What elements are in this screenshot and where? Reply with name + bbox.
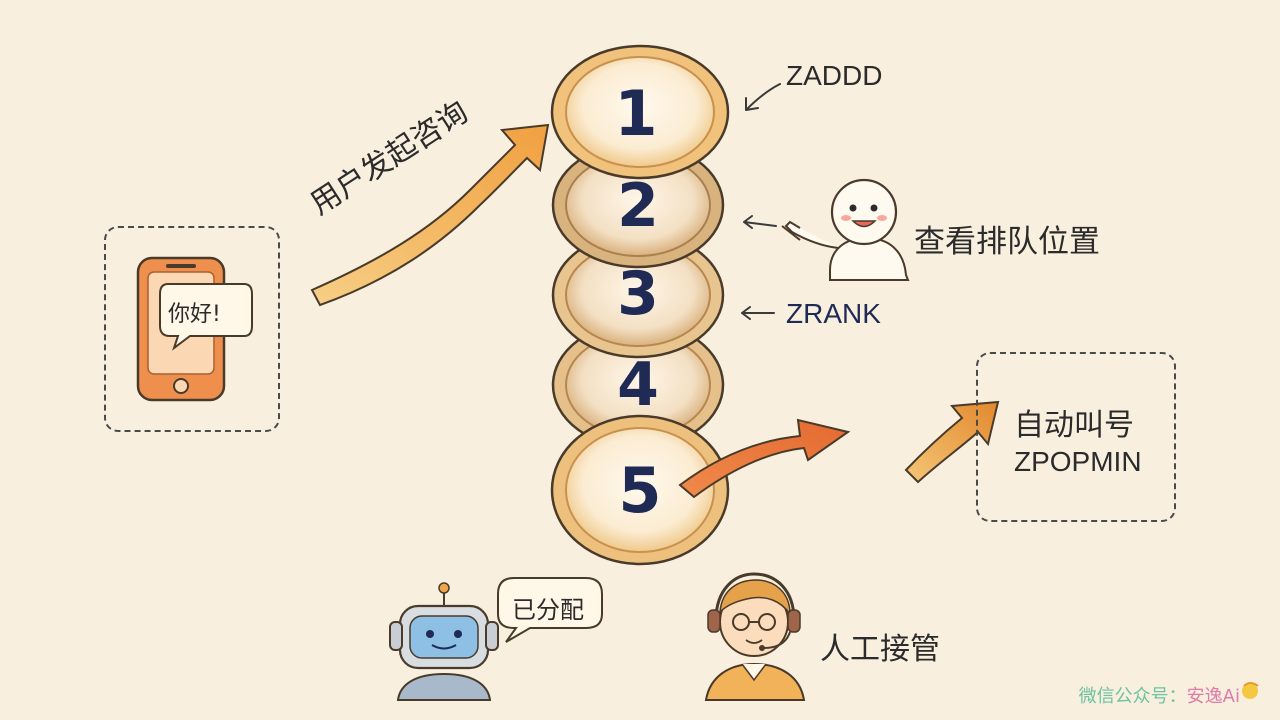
robot-speech-bubble	[497, 577, 603, 643]
auto-call-arrow	[904, 400, 1000, 484]
queue-number-2: 2	[617, 171, 659, 241]
auto-call-box	[976, 352, 1176, 522]
human-takeover-label: 人工接管	[820, 632, 940, 667]
queue-coin-5	[550, 414, 730, 566]
user-request-arrow	[310, 123, 550, 307]
queue-coin-1	[550, 44, 730, 180]
view-position-arrow	[743, 215, 777, 229]
queue-coin-2	[551, 141, 725, 269]
view-position-label: 查看排队位置	[914, 224, 1100, 260]
dequeue-arrow	[678, 418, 851, 499]
human-agent-icon	[704, 572, 806, 701]
queue-number-1: 1	[614, 77, 657, 150]
watermark-prefix: 微信公众号：	[1078, 686, 1187, 707]
zadd-pointer-arrow	[745, 83, 781, 111]
zrank-arrow	[741, 306, 775, 320]
robot-icon	[389, 582, 499, 701]
smiley-character-icon	[781, 178, 910, 281]
phone-greeting-text: 你好!	[168, 302, 221, 327]
queue-number-3: 3	[617, 259, 659, 329]
watermark-decoration-icon	[1242, 682, 1259, 699]
watermark: 微信公众号：安逸Ai	[1079, 682, 1240, 708]
assigned-label: 已分配	[512, 596, 584, 624]
auto-call-label: 自动叫号	[1014, 408, 1134, 443]
user-phone-box	[104, 226, 280, 432]
zadd-label: ZADDD	[786, 60, 883, 91]
watermark-brand: 安逸Ai	[1186, 686, 1240, 707]
zrank-label: ZRANK	[786, 298, 881, 329]
queue-coin-3	[551, 231, 725, 359]
zpopmin-label: ZPOPMIN	[1014, 446, 1142, 477]
queue-coin-4	[551, 320, 725, 450]
queue-number-5: 5	[618, 454, 661, 527]
queue-number-4: 4	[617, 350, 659, 420]
phone-speech-bubble	[159, 283, 253, 351]
